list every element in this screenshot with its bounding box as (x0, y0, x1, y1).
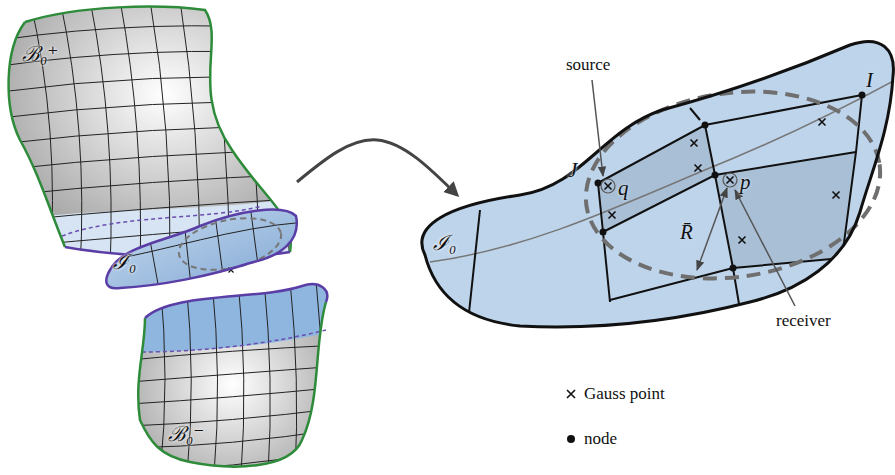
shape-outline (130, 276, 335, 475)
legend-entry: Gauss point (584, 385, 665, 402)
symbol-label: q (618, 178, 629, 199)
shape-outline (100, 200, 305, 295)
zoom-arrow (297, 140, 457, 195)
symbol-label: I (866, 70, 873, 91)
symbol-label: J (568, 160, 577, 181)
region-label: ℐ₀ (433, 233, 456, 254)
radius-arrow (697, 188, 727, 270)
callout-label: receiver (776, 312, 831, 329)
shape-outline (405, 30, 895, 335)
callout-label: source (566, 56, 610, 73)
symbol-label: p (740, 172, 751, 193)
lower-body: ℬ₀⁻ (130, 276, 335, 475)
leader-line (592, 80, 603, 176)
region-label: ℬ₀⁻ (168, 424, 204, 445)
legend-entry: node (584, 430, 617, 447)
interface-strip: ℐ₀ (100, 200, 305, 295)
region-label: ℬ₀⁺ (22, 44, 58, 65)
interface-zoom: ℐ₀ (405, 30, 895, 335)
symbol-label: R̄ (680, 222, 693, 243)
leader-line (735, 190, 795, 306)
region-label: ℐ₀ (113, 252, 136, 273)
legend-marker (567, 435, 575, 443)
